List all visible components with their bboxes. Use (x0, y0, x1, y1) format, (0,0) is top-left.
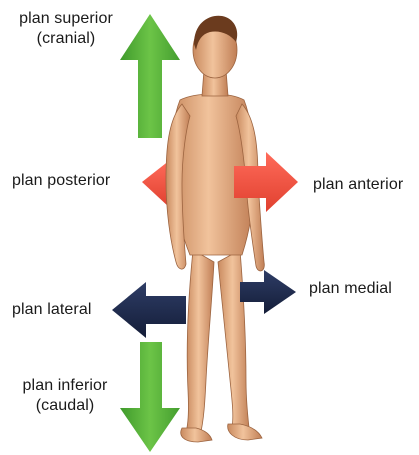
superior-label-line1: plan superior (6, 9, 126, 29)
lateral-arrow (112, 282, 186, 338)
superior-arrow (120, 14, 180, 138)
superior-label-line2: (cranial) (6, 29, 126, 49)
superior-label: plan superior (cranial) (6, 9, 126, 49)
posterior-label: plan posterior (12, 171, 110, 191)
human-figure (166, 22, 264, 442)
anterior-label: plan anterior (313, 175, 403, 195)
inferior-label-line2: (caudal) (5, 396, 125, 416)
inferior-label-line1: plan inferior (5, 376, 125, 396)
lateral-label: plan lateral (12, 300, 91, 320)
medial-arrow (240, 270, 296, 314)
medial-label: plan medial (309, 279, 392, 299)
inferior-arrow (120, 342, 180, 452)
inferior-label: plan inferior (caudal) (5, 376, 125, 416)
